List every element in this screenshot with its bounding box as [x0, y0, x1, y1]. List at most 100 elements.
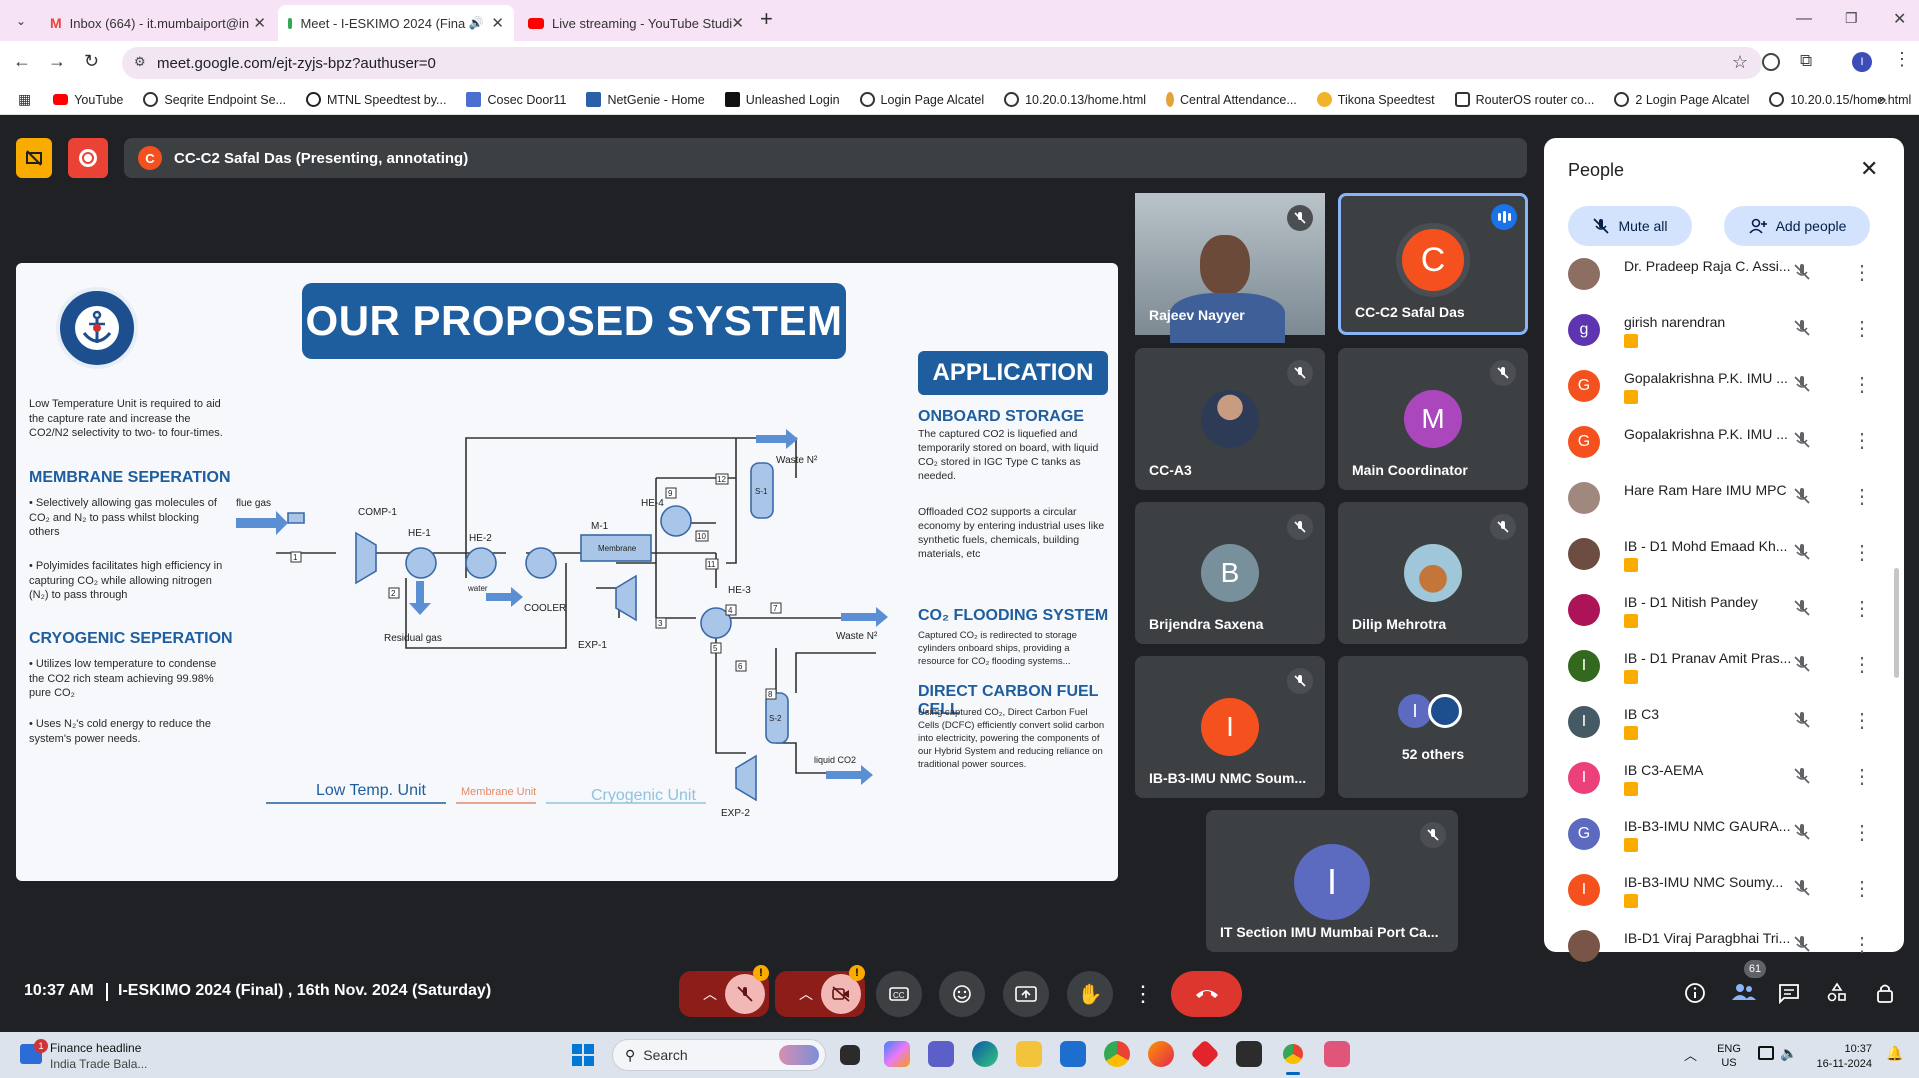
- more-vert-icon[interactable]: ⋮: [1852, 430, 1872, 452]
- more-options-button[interactable]: ⋮: [1130, 971, 1156, 1017]
- extensions-puzzle-icon[interactable]: ⧉: [1800, 51, 1813, 70]
- people-button[interactable]: 61: [1726, 960, 1766, 1012]
- bookmark-seqrite[interactable]: Seqrite Endpoint Se...: [143, 92, 286, 107]
- more-vert-icon[interactable]: ⋮: [1852, 486, 1872, 508]
- participant-row[interactable]: IB - D1 Nitish Pandey⋮: [1544, 582, 1904, 638]
- participant-row[interactable]: Dr. Pradeep Raja C. Assi...⋮: [1544, 246, 1904, 302]
- mic-off-icon[interactable]: [1792, 430, 1812, 450]
- tray-overflow-icon[interactable]: ︿: [1684, 1048, 1698, 1063]
- participant-tile[interactable]: M Main Coordinator: [1338, 348, 1528, 490]
- bookmark-tikona[interactable]: Tikona Speedtest: [1316, 92, 1435, 107]
- more-vert-icon[interactable]: ⋮: [1852, 710, 1872, 732]
- panel-scrollbar[interactable]: [1894, 568, 1899, 678]
- mic-off-icon[interactable]: [1792, 934, 1812, 954]
- snipping-tool-icon[interactable]: [1324, 1041, 1350, 1067]
- restore-button[interactable]: ❐: [1845, 10, 1858, 26]
- teams-icon[interactable]: [928, 1041, 954, 1067]
- new-tab-button[interactable]: +: [760, 6, 773, 31]
- reload-button[interactable]: ↻: [84, 51, 100, 71]
- copilot-icon[interactable]: [884, 1041, 910, 1067]
- raise-hand-button[interactable]: ✋: [1067, 971, 1113, 1017]
- hide-captions-button[interactable]: [16, 138, 52, 178]
- edge-icon[interactable]: [972, 1041, 998, 1067]
- mic-off-icon[interactable]: [1792, 766, 1812, 786]
- tab-youtube-studio[interactable]: Live streaming - YouTube Studi ✕: [518, 5, 754, 41]
- participant-row[interactable]: IB-D1 Viraj Paragbhai Tri...⋮: [1544, 918, 1904, 974]
- file-explorer-icon[interactable]: [1016, 1041, 1042, 1067]
- app-icon[interactable]: [1060, 1041, 1086, 1067]
- more-vert-icon[interactable]: ⋮: [1852, 878, 1872, 900]
- mic-off-icon[interactable]: [1792, 318, 1812, 338]
- site-info-icon[interactable]: ⚙: [134, 54, 146, 69]
- apps-grid-icon[interactable]: ▦: [18, 91, 32, 107]
- close-window-button[interactable]: ✕: [1893, 11, 1907, 28]
- bookmark-routeros[interactable]: RouterOS router co...: [1454, 92, 1594, 107]
- audio-options-button[interactable]: ︿ !: [679, 965, 769, 1017]
- bookmark-cosec[interactable]: Cosec Door11: [466, 92, 566, 107]
- close-icon[interactable]: ✕: [253, 15, 266, 32]
- firefox-icon[interactable]: [1148, 1041, 1174, 1067]
- speaker-icon[interactable]: 🔊: [468, 16, 484, 30]
- mic-off-icon[interactable]: [1792, 486, 1812, 506]
- bookmark-central-attendance[interactable]: Central Attendance...: [1166, 92, 1297, 107]
- bookmark-youtube[interactable]: YouTube: [53, 93, 123, 107]
- more-vert-icon[interactable]: ⋮: [1852, 822, 1872, 844]
- close-panel-icon[interactable]: ✕: [1860, 156, 1879, 181]
- language-indicator[interactable]: ENG US: [1712, 1042, 1746, 1070]
- others-tile[interactable]: I 52 others: [1338, 656, 1528, 798]
- recording-indicator[interactable]: [68, 138, 108, 178]
- mic-off-icon[interactable]: [1792, 654, 1812, 674]
- notification-bell-icon[interactable]: 🔔: [1886, 1045, 1904, 1061]
- captions-button[interactable]: CC: [876, 971, 922, 1017]
- chrome-active-icon[interactable]: [1280, 1041, 1306, 1067]
- leave-call-button[interactable]: [1171, 971, 1242, 1017]
- chrome-icon[interactable]: [1104, 1041, 1130, 1067]
- bookmark-alcatel[interactable]: Login Page Alcatel: [859, 92, 984, 107]
- network-icon[interactable]: [1758, 1046, 1774, 1060]
- bookmark-netgenie[interactable]: NetGenie - Home: [586, 92, 705, 107]
- more-bookmarks-button[interactable]: »: [1878, 91, 1887, 108]
- bookmark-star-icon[interactable]: ☆: [1731, 52, 1748, 72]
- mic-off-icon[interactable]: [1792, 542, 1812, 562]
- chat-button[interactable]: [1774, 978, 1804, 1008]
- add-people-button[interactable]: Add people: [1724, 206, 1870, 246]
- mic-off-icon[interactable]: [1792, 598, 1812, 618]
- more-vert-icon[interactable]: ⋮: [1852, 318, 1872, 340]
- activities-button[interactable]: [1822, 978, 1852, 1008]
- bookmark-unleashed[interactable]: Unleashed Login: [724, 92, 840, 107]
- participant-tile[interactable]: Dilip Mehrotra: [1338, 502, 1528, 644]
- participant-tile[interactable]: CC-A3: [1135, 348, 1325, 490]
- task-view-icon[interactable]: [840, 1045, 860, 1065]
- mic-off-icon[interactable]: [1792, 878, 1812, 898]
- browser-menu-icon[interactable]: ⋮: [1893, 49, 1911, 69]
- video-options-button[interactable]: ︿ !: [775, 965, 865, 1017]
- more-vert-icon[interactable]: ⋮: [1852, 542, 1872, 564]
- clock[interactable]: 10:37 16-11-2024: [1806, 1042, 1872, 1072]
- bookmark-10-20-0-13[interactable]: 10.20.0.13/home.html: [1004, 92, 1146, 107]
- participant-tile[interactable]: Rajeev Nayyer: [1135, 193, 1325, 343]
- tab-gmail[interactable]: M Inbox (664) - it.mumbaiport@in ✕: [40, 5, 276, 41]
- start-button[interactable]: [572, 1044, 594, 1066]
- mic-off-icon[interactable]: [1792, 262, 1812, 282]
- address-bar[interactable]: ⚙ meet.google.com/ejt-zyjs-bpz?authuser=…: [122, 47, 1762, 79]
- present-screen-button[interactable]: [1003, 971, 1049, 1017]
- host-controls-button[interactable]: [1870, 978, 1900, 1008]
- mic-off-icon[interactable]: [1792, 374, 1812, 394]
- more-vert-icon[interactable]: ⋮: [1852, 374, 1872, 396]
- participant-tile[interactable]: C CC-C2 Safal Das: [1338, 193, 1528, 335]
- reactions-button[interactable]: [939, 971, 985, 1017]
- meeting-details-button[interactable]: [1680, 978, 1710, 1008]
- bookmark-10-20-0-15[interactable]: 10.20.0.15/home.html: [1769, 92, 1911, 107]
- participant-row[interactable]: Hare Ram Hare IMU MPC⋮: [1544, 470, 1904, 526]
- participant-tile[interactable]: I IT Section IMU Mumbai Port Ca...: [1206, 810, 1458, 952]
- forward-button[interactable]: →: [48, 51, 66, 71]
- back-button[interactable]: ←: [13, 51, 31, 71]
- minimize-button[interactable]: —: [1796, 10, 1812, 27]
